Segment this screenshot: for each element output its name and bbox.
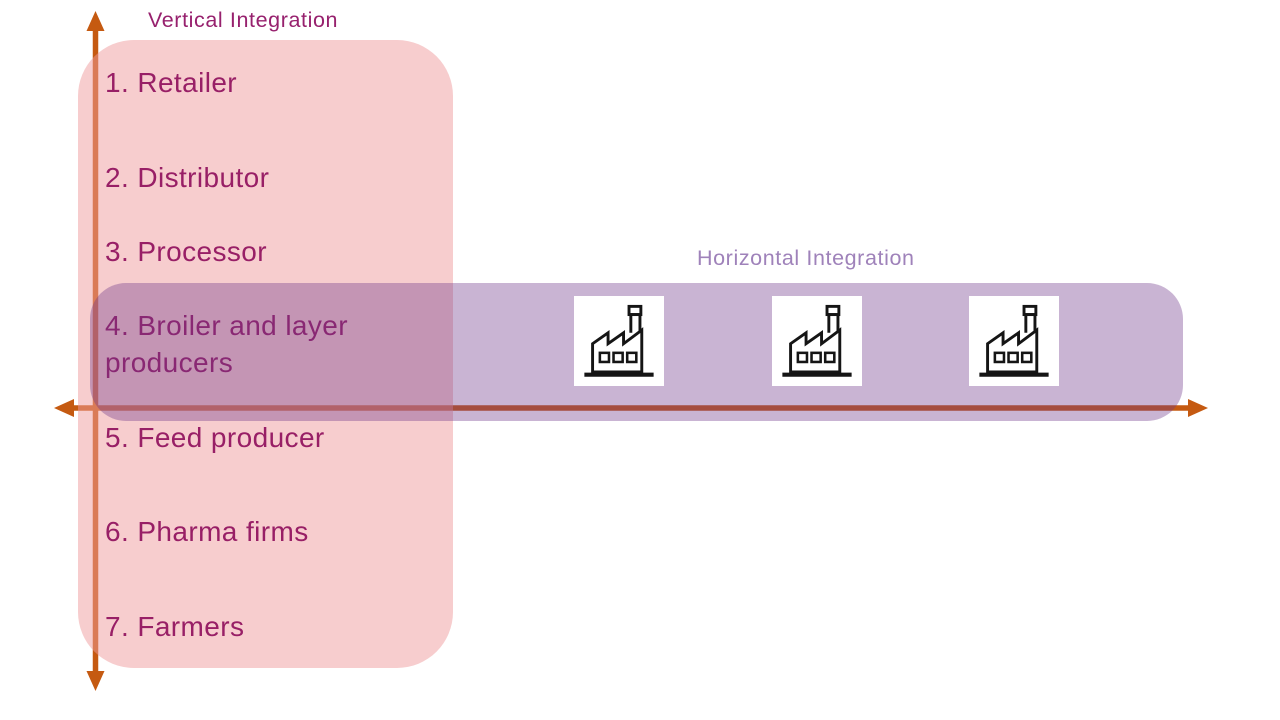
vertical-integration-title: Vertical Integration	[148, 8, 339, 32]
factory-icon	[782, 304, 852, 377]
arrow-left-icon	[54, 399, 74, 417]
horizontal-integration-title: Horizontal Integration	[697, 246, 915, 270]
factory-icon-box-3	[969, 296, 1059, 386]
vertical-integration-panel: 1. Retailer 2. Distributor 3. Processor …	[78, 40, 453, 668]
arrow-down-icon	[86, 671, 105, 691]
vertical-item-pharma-firms: 6. Pharma firms	[105, 516, 309, 547]
vertical-item-distributor: 2. Distributor	[105, 162, 270, 193]
vertical-item-feed-producer: 5. Feed producer	[105, 422, 325, 453]
arrow-right-icon	[1188, 399, 1208, 417]
vertical-item-broiler-layer-producers: 4. Broiler and layer producers	[105, 310, 357, 378]
factory-icon	[979, 304, 1049, 377]
vertical-item-processor: 3. Processor	[105, 236, 267, 267]
arrow-up-icon	[86, 11, 105, 31]
factory-icon	[584, 304, 654, 377]
factory-icon-box-1	[574, 296, 664, 386]
vertical-item-retailer: 1. Retailer	[105, 67, 238, 98]
vertical-item-farmers: 7. Farmers	[105, 611, 245, 642]
factory-icon-box-2	[772, 296, 862, 386]
